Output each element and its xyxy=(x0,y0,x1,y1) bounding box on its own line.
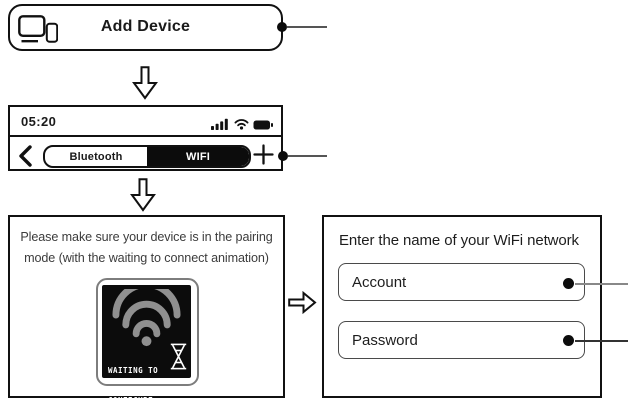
account-input[interactable] xyxy=(338,263,585,301)
add-device-label: Add Device xyxy=(100,18,191,35)
caption-line2: CONFIGURE xyxy=(108,396,154,405)
bluetooth-wifi-segmented-control: Bluetooth WIFI xyxy=(43,145,251,168)
phone-screen: 05:20 Bluetooth WIFI xyxy=(8,105,283,171)
add-device-button[interactable]: Add Device xyxy=(8,4,283,51)
callout-line-password xyxy=(575,340,628,342)
status-time: 05:20 xyxy=(21,114,57,129)
wifi-credentials-box: Enter the name of your WiFi network xyxy=(322,215,602,398)
flow-arrow-down-1 xyxy=(132,66,158,100)
callout-line-add-device xyxy=(287,26,327,28)
device-display-frame: WAITING TO CONFIGURE xyxy=(96,278,199,405)
pairing-instruction-text: Please make sure your device is in the p… xyxy=(10,227,283,269)
pairing-instruction-line1: Please make sure your device is in the p… xyxy=(20,230,273,244)
hourglass-icon xyxy=(170,343,187,370)
wifi-form-title: Enter the name of your WiFi network xyxy=(339,232,579,249)
status-icons xyxy=(211,118,273,130)
callout-dot-password xyxy=(563,335,574,346)
statusbar-divider xyxy=(10,135,281,138)
password-input[interactable] xyxy=(338,321,585,359)
devices-icon xyxy=(18,15,58,43)
signal-icon xyxy=(211,118,228,130)
device-display-screen: WAITING TO CONFIGURE xyxy=(102,285,191,405)
pairing-instruction-box: Please make sure your device is in the p… xyxy=(8,215,285,405)
callout-line-account xyxy=(575,283,628,285)
wifi-status-icon xyxy=(234,119,249,130)
tab-bluetooth[interactable]: Bluetooth xyxy=(69,150,123,163)
callout-dot-account xyxy=(563,278,574,289)
battery-icon xyxy=(253,120,273,130)
flow-arrow-right xyxy=(288,291,317,314)
pairing-instruction-line2: mode (with the waiting to connect animat… xyxy=(24,251,269,265)
plus-icon[interactable] xyxy=(253,144,274,165)
waiting-to-configure-caption: WAITING TO CONFIGURE xyxy=(108,346,158,405)
callout-line-plus xyxy=(288,155,327,157)
chevron-left-icon[interactable] xyxy=(18,145,32,167)
caption-line1: WAITING TO xyxy=(108,366,159,375)
wifi-big-icon xyxy=(112,289,181,347)
callout-dot-add-device xyxy=(277,22,287,32)
flow-arrow-down-2 xyxy=(130,178,156,212)
tab-wifi[interactable]: WIFI xyxy=(147,147,249,166)
callout-dot-plus xyxy=(278,151,288,161)
